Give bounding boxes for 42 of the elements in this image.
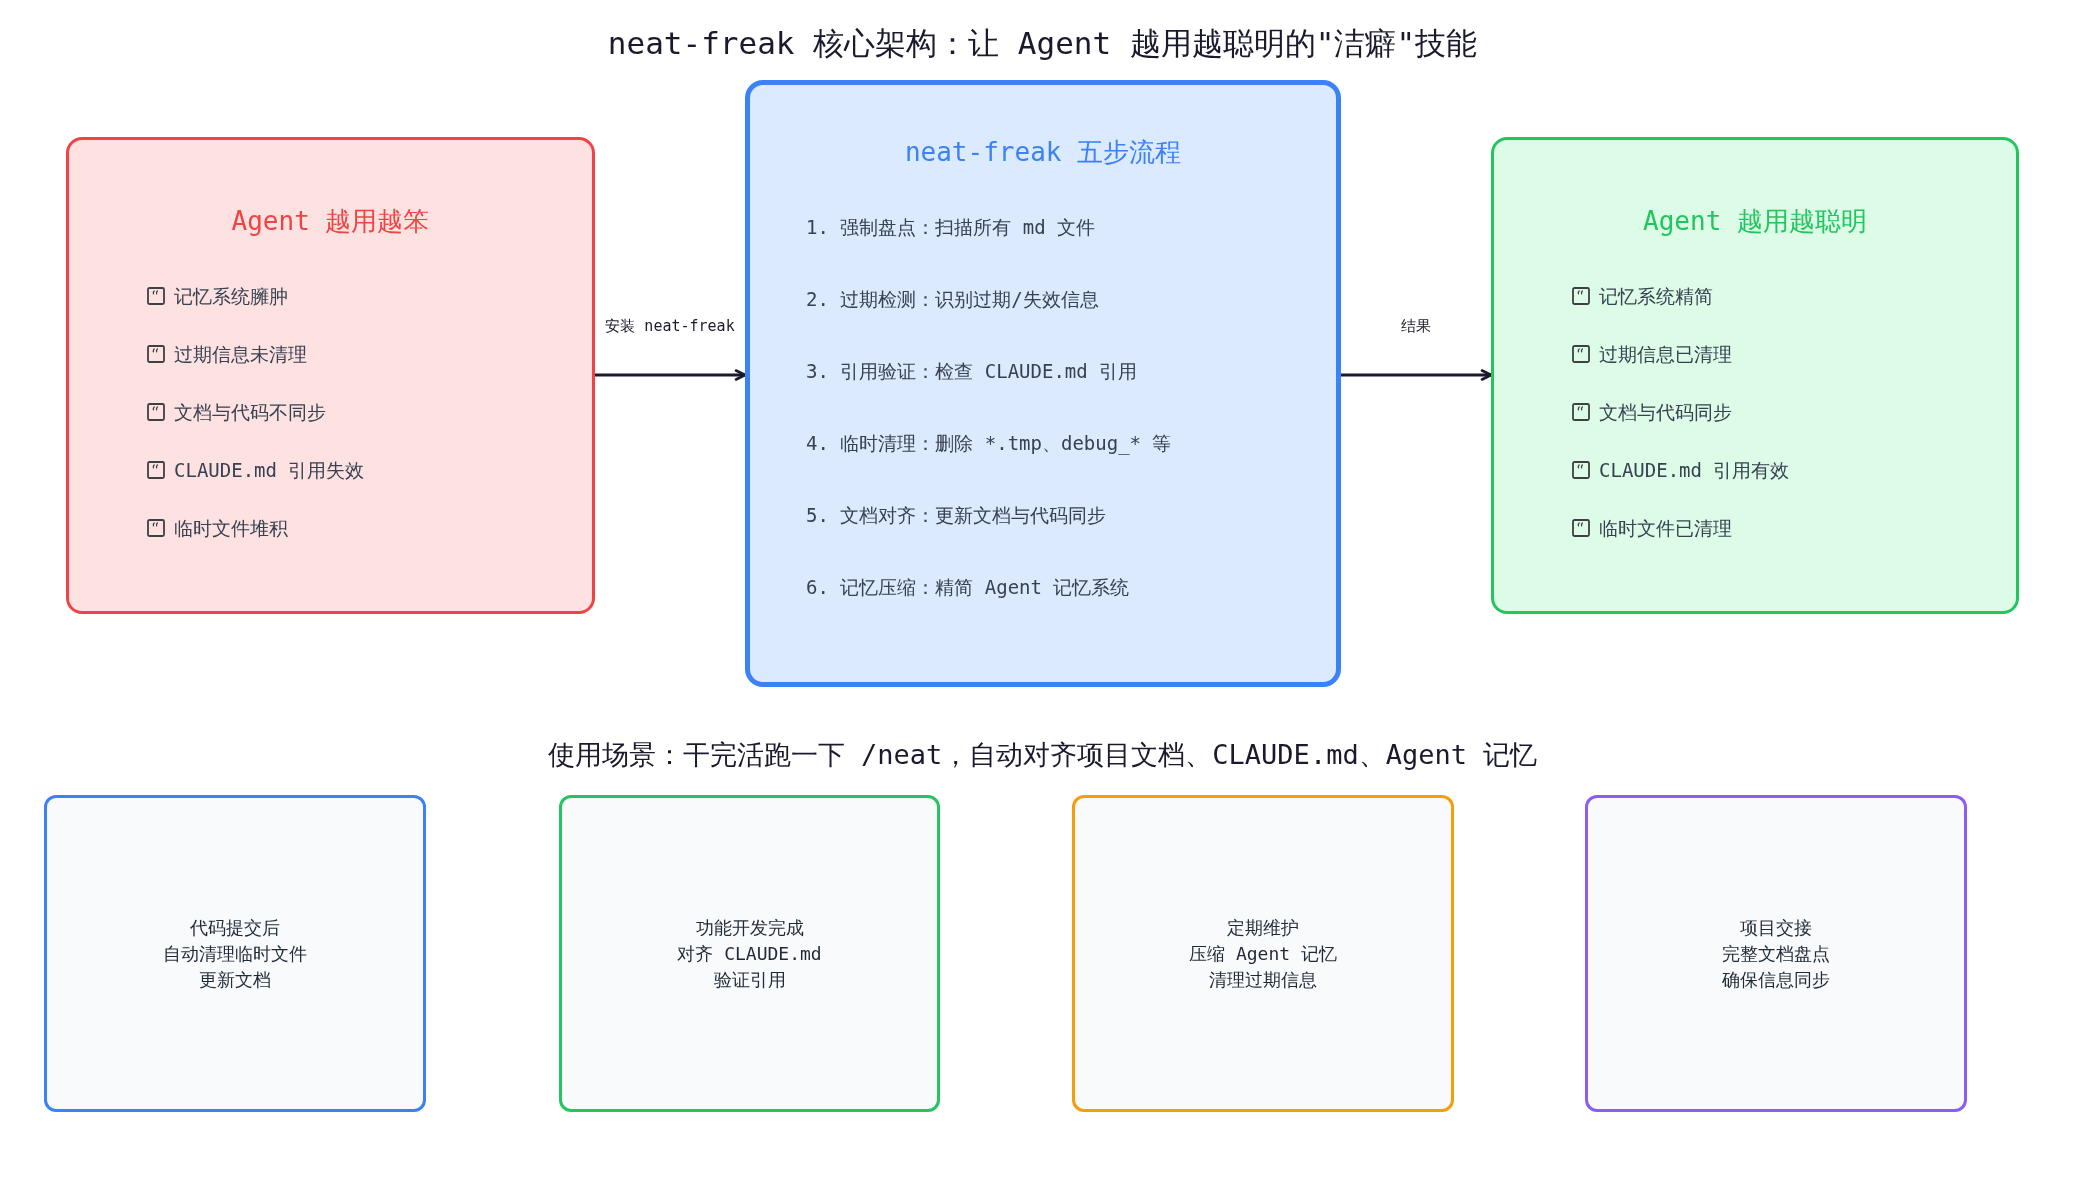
arrow — [1341, 369, 1493, 381]
list-item: 文档与代码同步 — [1599, 400, 1732, 424]
card-text: 压缩 Agent 记忆 — [1189, 941, 1337, 966]
scenario-card — [44, 795, 426, 1112]
step-text: 5. 文档对齐：更新文档与代码同步 — [806, 503, 1107, 527]
list-item: 过期信息未清理 — [174, 342, 307, 366]
scenario-card — [1585, 795, 1967, 1112]
step-text: 1. 强制盘点：扫描所有 md 文件 — [806, 215, 1096, 239]
list-item: CLAUDE.md 引用失效 — [174, 458, 365, 482]
panel-heading: Agent 越用越聪明 — [1643, 205, 1867, 238]
scenario-card — [559, 795, 940, 1112]
list-item: 过期信息已清理 — [1599, 342, 1732, 366]
step-text: 4. 临时清理：删除 *.tmp、debug_* 等 — [806, 431, 1172, 455]
step-text: 2. 过期检测：识别过期/失效信息 — [806, 287, 1099, 311]
panel-heading: neat-freak 五步流程 — [904, 136, 1182, 169]
card-text: 对齐 CLAUDE.md — [677, 941, 822, 966]
step-text: 3. 引用验证：检查 CLAUDE.md 引用 — [806, 359, 1138, 383]
status-panel — [66, 137, 595, 614]
arrow — [595, 369, 747, 381]
list-item: 记忆系统臃肿 — [174, 284, 288, 308]
scenario-card — [1072, 795, 1454, 1112]
list-item: 文档与代码不同步 — [174, 400, 326, 424]
step-text: 6. 记忆压缩：精简 Agent 记忆系统 — [806, 575, 1130, 599]
list-item: CLAUDE.md 引用有效 — [1599, 458, 1790, 482]
card-text: 项目交接 — [1740, 915, 1812, 940]
diagram-title: neat-freak 核心架构：让 Agent 越用越聪明的"洁癖"技能 — [607, 24, 1478, 63]
card-text: 验证引用 — [713, 967, 786, 992]
panel-heading: Agent 越用越笨 — [231, 205, 430, 238]
card-text: 定期维护 — [1227, 915, 1299, 940]
card-text: 确保信息同步 — [1722, 967, 1830, 992]
status-panel — [1491, 137, 2019, 614]
list-item: 临时文件已清理 — [1599, 516, 1732, 540]
card-text: 完整文档盘点 — [1722, 941, 1830, 966]
card-text: 自动清理临时文件 — [163, 941, 307, 966]
list-item: 记忆系统精简 — [1599, 284, 1713, 308]
card-text: 更新文档 — [199, 967, 271, 992]
card-text: 功能开发完成 — [695, 915, 804, 940]
section-heading: 使用场景：干完活跑一下 /neat，自动对齐项目文档、CLAUDE.md、Agent 记忆 — [547, 738, 1538, 772]
process-panel — [745, 80, 1341, 687]
card-text: 代码提交后 — [190, 915, 280, 940]
card-text: 清理过期信息 — [1209, 967, 1317, 992]
list-item: 临时文件堆积 — [174, 516, 288, 540]
